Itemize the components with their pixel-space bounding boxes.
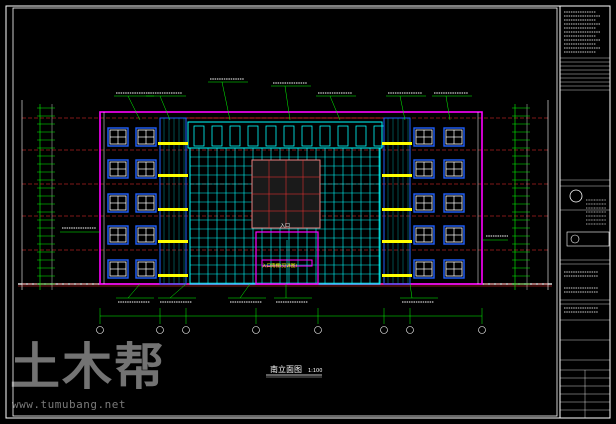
window-frame — [443, 259, 465, 279]
annotation-leader — [221, 81, 231, 121]
annotation-leader — [127, 95, 141, 121]
grid-axis-bubble — [478, 326, 486, 334]
window-frame — [443, 159, 465, 179]
balcony-railing — [158, 240, 188, 243]
grid-axis-bubble — [96, 326, 104, 334]
window-frame — [107, 193, 129, 213]
watermark-brand: 土木帮 — [10, 338, 166, 396]
window-frame — [443, 225, 465, 245]
parapet-panel — [247, 125, 259, 147]
balcony-railing — [382, 240, 412, 243]
stair-bay — [383, 117, 411, 285]
title-block — [560, 11, 610, 418]
annotation-leader — [329, 95, 341, 121]
balcony-railing — [158, 208, 188, 211]
window-frame — [135, 225, 157, 245]
window-frame — [135, 193, 157, 213]
balcony-railing — [158, 174, 188, 177]
drawing-inner-frame — [12, 7, 558, 417]
grid-axis-bubble — [156, 326, 164, 334]
annotation-leader — [409, 283, 413, 299]
grid-axis-bubble — [252, 326, 260, 334]
stair-bay — [159, 117, 187, 285]
grid-axis-bubble — [182, 326, 190, 334]
balcony-railing — [158, 142, 188, 145]
drawing-border — [5, 5, 611, 419]
window-frame — [443, 127, 465, 147]
window-frame — [107, 127, 129, 147]
parapet-panel — [355, 125, 367, 147]
stamp-seal-icon — [570, 234, 580, 244]
parapet-panel — [265, 125, 277, 147]
annotation-leader — [284, 85, 291, 121]
window-frame — [107, 225, 129, 245]
grid-axis-bubble — [406, 326, 414, 334]
company-logo-icon — [569, 189, 583, 203]
annotation-leader — [127, 283, 141, 299]
watermark-url: www.tumubang.net — [12, 398, 126, 411]
parapet-panel — [301, 125, 313, 147]
parapet-panel — [211, 125, 223, 147]
balcony-railing — [382, 208, 412, 211]
annotation-leader — [239, 283, 251, 299]
window-frame — [413, 259, 435, 279]
window-frame — [443, 193, 465, 213]
window-frame — [413, 159, 435, 179]
annotation-leader — [169, 283, 187, 299]
building-elevation — [18, 78, 552, 334]
window-frame — [135, 159, 157, 179]
grid-axis-bubble — [314, 326, 322, 334]
approval-stamp — [566, 231, 610, 247]
drawing-title: 南立面图 — [270, 364, 302, 374]
annotation-leader — [159, 95, 171, 121]
parapet-panel — [283, 125, 295, 147]
parapet-panel — [229, 125, 241, 147]
balcony-railing — [382, 142, 412, 145]
balcony-railing — [382, 274, 412, 277]
parapet-panel — [193, 125, 205, 147]
drawing-title-group: 南立面图 1:100 — [266, 364, 322, 378]
window-frame — [413, 127, 435, 147]
window-frame — [135, 259, 157, 279]
door-label: 入口 — [280, 223, 290, 229]
canopy-label: 入口雨棚(见详图) — [262, 262, 297, 269]
window-frame — [413, 193, 435, 213]
balcony-railing — [158, 274, 188, 277]
parapet-panel — [319, 125, 331, 147]
window-frame — [135, 127, 157, 147]
annotation-leader — [399, 95, 406, 121]
window-frame — [107, 159, 129, 179]
balcony-railing — [382, 174, 412, 177]
parapet-panel — [337, 125, 349, 147]
drawing-scale: 1:100 — [308, 368, 322, 374]
window-frame — [107, 259, 129, 279]
annotation-leader — [445, 95, 451, 121]
grid-axis-bubble — [380, 326, 388, 334]
window-frame — [413, 225, 435, 245]
